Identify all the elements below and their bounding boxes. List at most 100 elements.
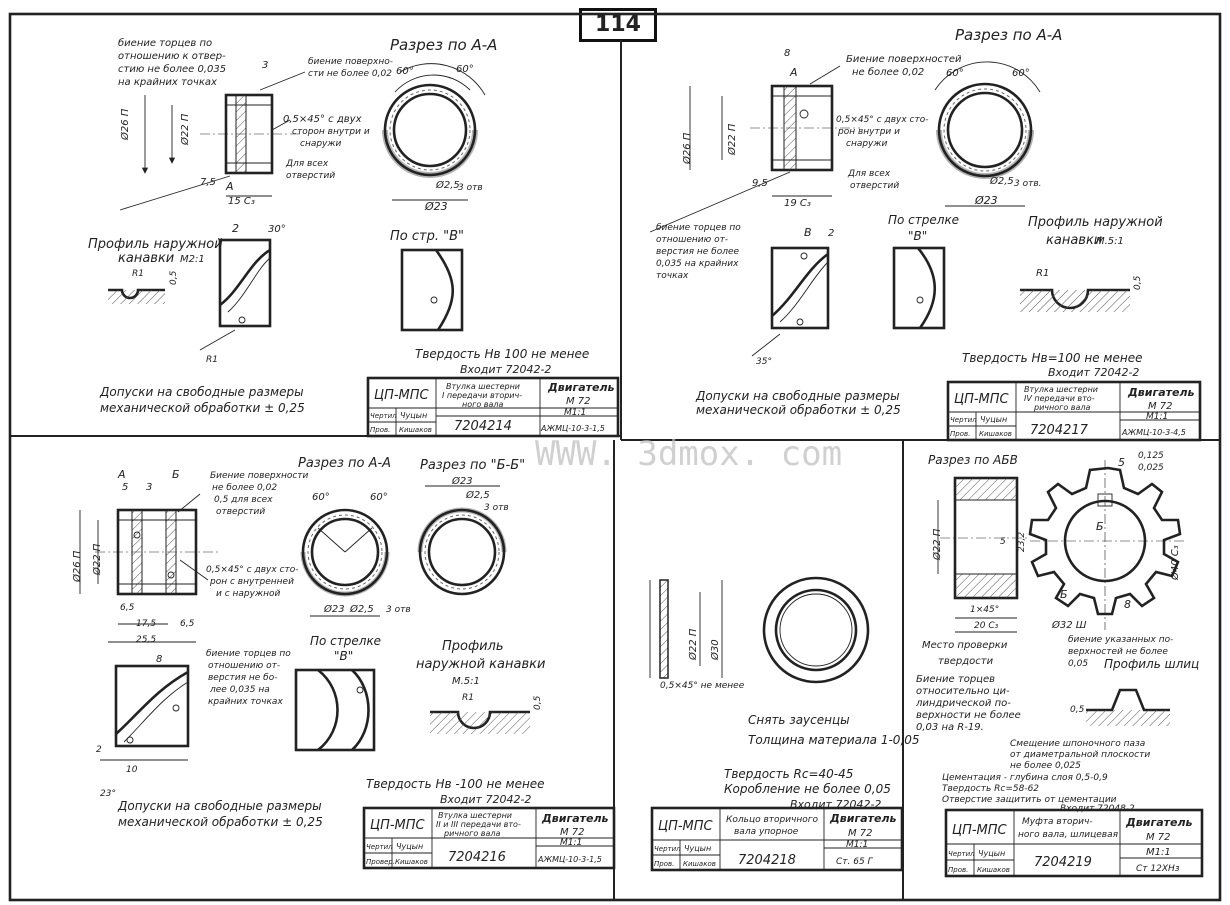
q2-dim-2: 2 — [828, 228, 834, 239]
q3-groove-view — [114, 664, 190, 748]
q1-section-mark-a: А — [225, 180, 234, 193]
q5-stamp-org: ЦП-МПС — [952, 823, 1008, 838]
q4-stamp-draw-sign: Чуцын — [684, 844, 711, 853]
q4-warp: Коробление не более 0,05 — [724, 782, 891, 796]
q1-section-title: Разрез по А-А — [390, 36, 497, 54]
q2-dim-inner: Ø22 П — [726, 123, 738, 156]
q1-note-2: стию не более 0,035 — [118, 63, 226, 75]
q1-dim-inner: Ø22 П — [179, 113, 191, 146]
q1-stamp-scale: М1:1 — [564, 408, 586, 418]
q4-stamp-draw-label: Чертил — [654, 845, 681, 853]
q1-stamp-draw-label: Чертил — [370, 412, 397, 420]
q4-stamp-check-label: Пров. — [654, 860, 674, 868]
q3-stamp-scale: М1:1 — [560, 838, 582, 848]
q2-stamp-model: М 72 — [1148, 401, 1173, 412]
q2-stamp-name-2: IV передачи вто- — [1024, 394, 1095, 403]
watermark: WWW. 3dmox. com — [535, 434, 842, 474]
q3-dim-diameter-a: Ø23 — [323, 603, 345, 615]
q2-stamp-check-label: Пров. — [950, 430, 970, 438]
q2-section-title: Разрез по А-А — [955, 26, 1062, 44]
q1-note-5: сти не более 0,02 — [308, 69, 392, 79]
q2-groove-view — [770, 246, 830, 330]
q4-thickness: Толщина материала 1-0,05 — [748, 733, 920, 747]
q4-dim-chamfer: 0,5×45° не менее — [660, 681, 745, 691]
q5-dim-5b: 5 — [1118, 456, 1125, 469]
q3-stamp-model: М 72 — [560, 827, 585, 838]
q5-tol-0125: 0,125 — [1138, 451, 1164, 461]
q5-stamp-material: Ст 12ХНз — [1136, 864, 1180, 874]
q3-dim-inner: Ø22 П — [91, 543, 103, 576]
q2-note-5: Для всех — [847, 169, 891, 179]
q3-note-6: и с наружной — [216, 589, 280, 599]
q3-ring-b-outer — [418, 508, 506, 596]
q5-note-6: 0,03 на R-19. — [916, 722, 984, 733]
q2-view-title-1: По стрелке — [888, 213, 959, 227]
q3-dim-2: 2 — [96, 745, 102, 755]
q2-section-mark-a: А — [789, 66, 798, 79]
q5-note-12: не более 0,025 — [1010, 761, 1081, 771]
q2-angle-35: 35° — [756, 357, 772, 367]
q5-stamp-check-sign: Кишаков — [977, 866, 1010, 874]
q1-hardness: Твердость Нв 100 не менее — [415, 347, 589, 361]
q1-groove-view — [218, 238, 272, 328]
q2-view-title-2: "В" — [908, 229, 927, 243]
q5-stamp-engine: Двигатель — [1125, 816, 1193, 829]
q4-dim-inner: Ø22 П — [687, 628, 699, 661]
q5-section-mark-b: Б — [1096, 520, 1104, 533]
q5-tol-0025: 0,025 — [1138, 463, 1164, 473]
q2-stamp-number: 7204217 — [1030, 423, 1089, 438]
q1-view-b: 2 — [232, 222, 239, 235]
q2-stamp-org: ЦП-МПС — [954, 392, 1010, 407]
q1-dim-total: 15 С₃ — [228, 196, 255, 207]
q1-groove-title-2: канавки — [118, 251, 174, 266]
q4-stamp-name-1: Кольцо вторичного — [726, 815, 818, 825]
q1-stamp-check-label: Пров. — [370, 426, 390, 434]
q2-assembly: Входит 72042-2 — [1048, 366, 1139, 379]
q5-dim-inner: Ø22 П — [931, 528, 943, 561]
q3-angle-23: 23° — [100, 789, 116, 799]
q3-section-mark-b: Б — [172, 468, 180, 481]
q1-drawing: Ø26 П Ø22 П 7,5 15 С₃ А 3 биение торцев … — [88, 36, 620, 438]
q3-stamp-draw-label: Чертил — [366, 843, 393, 851]
q3-dim-255: 25,5 — [136, 635, 156, 645]
q4-stamp-name-2: вала упорное — [734, 827, 799, 837]
q5-dim-8: 8 — [1124, 598, 1131, 611]
q1-groove-scale: М2:1 — [180, 254, 205, 265]
q3-stamp-name-1: Втулка шестерни — [438, 811, 512, 820]
q3-stamp-number: 7204216 — [448, 850, 506, 865]
q3-groove-title-1: Профиль — [442, 639, 504, 654]
q2-groove-depth: 0,5 — [1133, 275, 1143, 290]
q3-dim-65a: 6,5 — [120, 603, 135, 613]
q3-groove-scale: М.5:1 — [452, 676, 480, 687]
q1-dim-diameter: Ø23 — [424, 200, 448, 213]
q5-stamp-model: М 72 — [1146, 832, 1171, 843]
q5-note-2: Биение торцев — [916, 674, 995, 685]
q1-note-6: 0,5×45° с двух — [283, 114, 362, 125]
q2-angle-1: 60° — [946, 68, 964, 79]
q3-view-title-2: "В" — [334, 649, 353, 663]
q4-stamp-material: Ст. 65 Г — [836, 857, 874, 867]
q5-section-title: Разрез по АБВ — [928, 453, 1018, 467]
q5-note-7: биение указанных по- — [1068, 635, 1173, 645]
q1-assembly: Входит 72042-2 — [460, 363, 551, 376]
q5-section-mark-b2: Б — [1060, 588, 1068, 601]
q2-dim-hole: Ø2,5 — [989, 175, 1014, 187]
q2-tolerance-1: Допуски на свободные размеры — [695, 389, 900, 403]
q5-note-0: Место проверки — [922, 640, 1008, 651]
q3-angle-2: 60° — [370, 492, 388, 503]
q1-note-0: биение торцев по — [118, 37, 212, 49]
q1-stamp-engine: Двигатель — [547, 381, 615, 394]
q4-drawing: Ø22 П Ø30 0,5×45° не менее Снять заусенц… — [649, 576, 920, 872]
q5-stamp-name-1: Муфта вторич- — [1022, 817, 1093, 827]
q5-stamp-draw-sign: Чуцын — [978, 849, 1005, 858]
q2-dim-total: 19 С₃ — [784, 198, 811, 209]
q4-dim-outer: Ø30 — [709, 639, 721, 661]
q2-dim-holes: 3 отв. — [1014, 179, 1042, 189]
q3-dim-10: 10 — [126, 765, 138, 775]
q4-stamp-engine: Двигатель — [829, 812, 897, 825]
q3-ring-a-outer — [301, 508, 389, 596]
q3-groove-r: R1 — [462, 693, 474, 703]
q5-stamp-number: 7204219 — [1034, 855, 1092, 870]
q3-dim-65b: 6,5 — [180, 619, 195, 629]
q3-angle-1: 60° — [312, 492, 330, 503]
